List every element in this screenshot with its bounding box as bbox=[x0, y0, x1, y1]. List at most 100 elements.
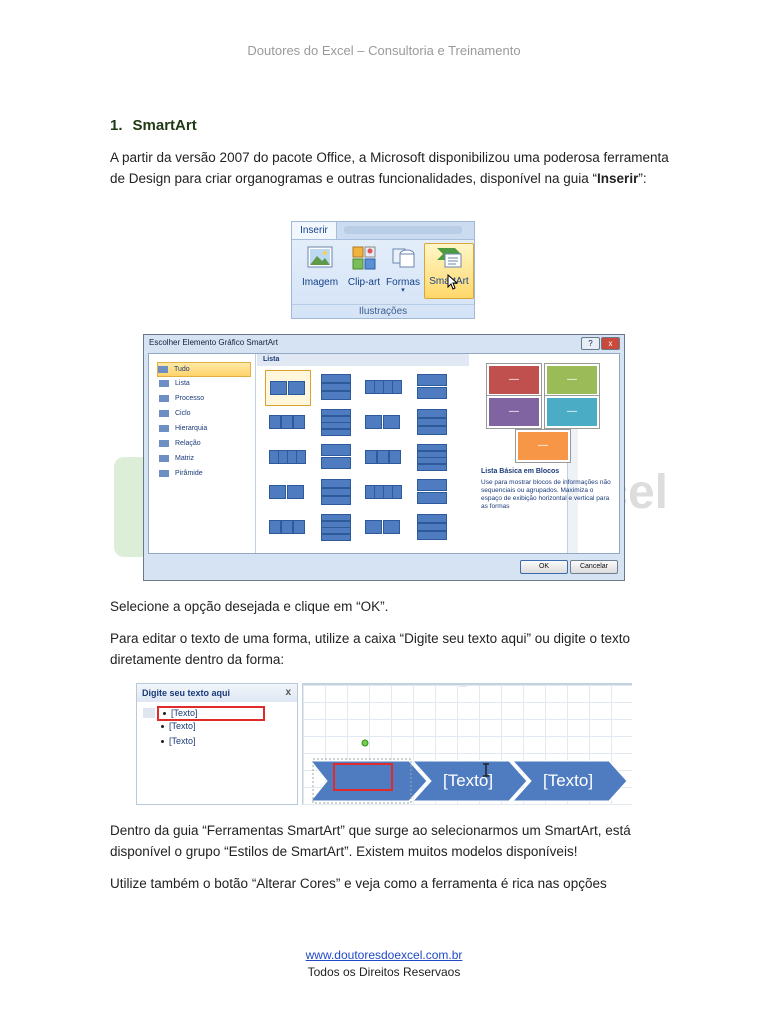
picture-icon bbox=[307, 246, 333, 268]
thumbnail-block bbox=[321, 496, 351, 505]
thumbnail-block bbox=[321, 382, 351, 392]
help-button[interactable]: ? bbox=[581, 337, 600, 350]
category-lista[interactable]: Lista bbox=[159, 377, 251, 390]
canvas-drag-handle[interactable]: ···· bbox=[459, 684, 467, 690]
dialog-title: Escolher Elemento Gráfico SmartArt bbox=[149, 338, 278, 347]
category-label: Pirâmide bbox=[175, 470, 203, 477]
category-relacao[interactable]: Relação bbox=[159, 437, 251, 450]
chevron-process-shapes[interactable] bbox=[309, 757, 629, 805]
text-pane-close-button[interactable]: x bbox=[285, 687, 291, 698]
text-pane-item-label: [Texto] bbox=[171, 708, 198, 718]
smartart-canvas[interactable]: ···· [Texto] [Texto] bbox=[302, 683, 632, 805]
layout-thumbnail[interactable] bbox=[313, 440, 357, 474]
thumbnail-block bbox=[269, 415, 281, 429]
layout-thumbnail[interactable] bbox=[265, 440, 309, 474]
layout-thumbnail[interactable] bbox=[313, 370, 357, 404]
bullet-icon bbox=[163, 712, 166, 716]
thumbnail-block bbox=[281, 415, 293, 429]
clipart-label: Clip-art bbox=[347, 277, 381, 288]
thumbnail-block bbox=[383, 520, 400, 534]
thumbnail-block bbox=[417, 531, 447, 540]
layout-thumbnail[interactable] bbox=[361, 405, 405, 439]
layout-thumbnail[interactable] bbox=[313, 510, 357, 544]
preview-description: Use para mostrar blocos de informações n… bbox=[481, 479, 611, 510]
thumbnail-block bbox=[293, 520, 305, 534]
imagem-button[interactable]: Imagem bbox=[298, 245, 342, 297]
layout-thumbnail[interactable] bbox=[265, 475, 309, 509]
category-processo[interactable]: Processo bbox=[159, 392, 251, 405]
layout-thumbnail[interactable] bbox=[409, 510, 453, 544]
layout-thumbnail[interactable] bbox=[409, 405, 453, 439]
section-number: 1. bbox=[110, 117, 123, 134]
layout-thumbnail[interactable] bbox=[313, 475, 357, 509]
tab-inserir[interactable]: Inserir bbox=[292, 222, 337, 239]
preview-block: — bbox=[545, 396, 599, 428]
rotate-handle-icon[interactable] bbox=[361, 739, 369, 747]
clipart-icon bbox=[352, 246, 376, 270]
layout-thumbnail[interactable] bbox=[361, 475, 405, 509]
thumbnail-block bbox=[321, 479, 351, 488]
clipart-button[interactable]: Clip-art bbox=[344, 245, 384, 297]
thumbnail-block bbox=[288, 381, 305, 395]
text-pane-title: Digite seu texto aqui bbox=[142, 688, 231, 698]
layout-thumbnail[interactable] bbox=[409, 370, 453, 404]
category-list: Tudo Lista Processo Ciclo Hierarquia Rel… bbox=[149, 354, 256, 553]
ok-button[interactable]: OK bbox=[520, 560, 568, 574]
edit-paragraph: Para editar o texto de uma forma, utiliz… bbox=[110, 631, 631, 667]
shape-text[interactable]: [Texto] bbox=[443, 771, 494, 790]
thumbnail-block bbox=[392, 380, 402, 394]
thumbnail-block bbox=[389, 450, 401, 464]
chevron-shape-1 bbox=[309, 760, 428, 802]
cancel-button[interactable]: Cancelar bbox=[570, 560, 618, 574]
close-button[interactable]: x bbox=[601, 337, 620, 350]
thumbnail-block bbox=[270, 381, 287, 395]
category-label: Relação bbox=[175, 440, 201, 447]
layout-thumbnail[interactable] bbox=[265, 405, 309, 439]
layout-thumbnail[interactable] bbox=[361, 440, 405, 474]
text-pane-item[interactable]: [Texto] bbox=[157, 706, 265, 721]
thumbnail-block bbox=[269, 485, 286, 499]
category-hierarquia[interactable]: Hierarquia bbox=[159, 422, 251, 435]
text-pane-item[interactable]: [Texto] bbox=[161, 736, 196, 746]
thumbnail-block bbox=[417, 374, 447, 386]
bullet-icon bbox=[161, 740, 164, 744]
thumbnail-block bbox=[287, 485, 304, 499]
thumbnail-block bbox=[321, 533, 351, 541]
highlight-box bbox=[333, 763, 393, 791]
pyramid-icon bbox=[159, 469, 169, 477]
cycle-icon bbox=[159, 409, 169, 417]
ribbon-tab-row: Inserir bbox=[292, 222, 474, 240]
chevron-shape-2 bbox=[411, 760, 528, 802]
layout-thumbnail[interactable] bbox=[361, 370, 405, 404]
mouse-cursor-icon bbox=[447, 274, 459, 290]
thumbnail-block bbox=[321, 487, 351, 497]
thumbnail-block bbox=[377, 450, 389, 464]
layout-thumbnail[interactable] bbox=[409, 440, 453, 474]
layout-thumbnail[interactable] bbox=[265, 510, 309, 544]
shape-text[interactable]: [Texto] bbox=[543, 771, 594, 790]
thumbnail-block bbox=[417, 514, 447, 523]
layout-thumbnail[interactable] bbox=[361, 510, 405, 544]
category-piramide[interactable]: Pirâmide bbox=[159, 467, 251, 480]
text-pane-item[interactable]: [Texto] bbox=[161, 721, 196, 731]
category-matriz[interactable]: Matriz bbox=[159, 452, 251, 465]
layout-thumbnail[interactable] bbox=[265, 370, 311, 406]
text-pane-header: Digite seu texto aqui x bbox=[137, 684, 297, 702]
formas-button[interactable]: Formas ▾ bbox=[384, 245, 422, 297]
thumbnail-block bbox=[417, 522, 447, 532]
layout-thumbnail[interactable] bbox=[313, 405, 357, 439]
category-ciclo[interactable]: Ciclo bbox=[159, 407, 251, 420]
list-icon bbox=[159, 379, 169, 387]
layout-gallery: Lista bbox=[257, 354, 578, 553]
thumbnail-block bbox=[417, 463, 447, 471]
category-label: Processo bbox=[175, 395, 205, 402]
hierarchy-icon bbox=[159, 424, 169, 432]
layout-thumbnail[interactable] bbox=[409, 475, 453, 509]
footer-website-link[interactable]: www.doutoresdoexcel.com.br bbox=[305, 948, 463, 962]
section-title: SmartArt bbox=[132, 117, 197, 134]
text-pane-item-label: [Texto] bbox=[169, 721, 196, 731]
smartart-button[interactable]: SmartArt bbox=[424, 243, 474, 299]
dialog-body: Tudo Lista Processo Ciclo Hierarquia Rel… bbox=[148, 353, 620, 554]
category-tudo[interactable]: Tudo bbox=[157, 362, 251, 377]
